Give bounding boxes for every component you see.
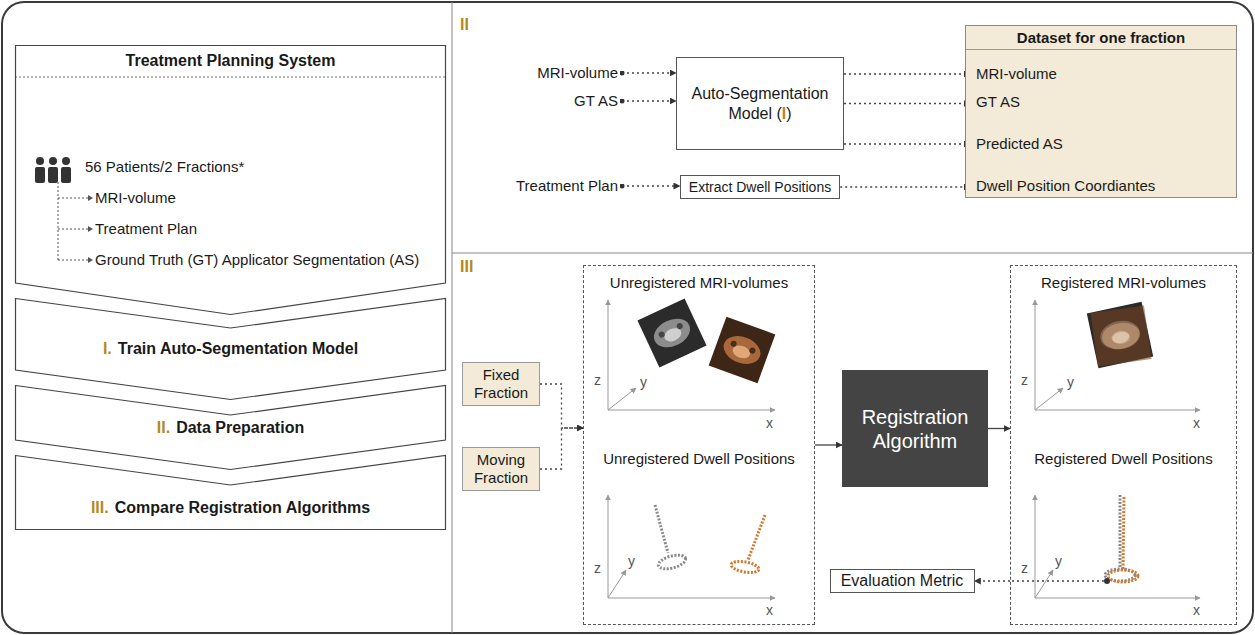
shape-outline [15, 45, 446, 315]
axis-label: z [1021, 372, 1028, 388]
node-label: Moving Fraction [467, 451, 535, 487]
node-label: Evaluation Metric [839, 572, 966, 590]
leader-dot [1104, 578, 1110, 584]
axis-label: z [594, 560, 601, 576]
node-label: Registration Algorithm [850, 405, 980, 453]
axis-label: x [766, 415, 773, 431]
panel-heading: Dataset for one fraction [966, 26, 1236, 50]
panel-heading: Registered MRI-volumes [1011, 274, 1236, 292]
step-title: Data Preparation [176, 419, 304, 437]
fraction-box: Moving Fraction [462, 447, 540, 491]
axis-label: x [1193, 415, 1200, 431]
body-text: Treatment Plan [95, 220, 446, 238]
mri-slice [709, 317, 776, 384]
connector [844, 143, 970, 144]
axis-label: z [1021, 560, 1028, 576]
dataset-item: MRI-volume [970, 64, 1063, 84]
node-label: Auto-Segmentation Model (I) [685, 84, 835, 124]
dataset-item: GT AS [970, 92, 1026, 112]
step-chevron: II. Data Preparation [15, 385, 446, 470]
mri-slice [1091, 306, 1152, 367]
dataset-box: MRI-volume GT AS Predicted AS Dwell Positio… [965, 25, 1237, 198]
connector [975, 580, 1011, 581]
outline [16, 386, 446, 470]
section-number: III [460, 258, 473, 276]
input-label: MRI-volume [533, 63, 622, 83]
connector [540, 428, 583, 469]
body-text: 56 Patients/2 Fractions* [85, 158, 446, 176]
process-box: Extract Dwell Positions [680, 175, 840, 199]
node-label: Fixed Fraction [467, 366, 535, 402]
connector [988, 428, 1010, 429]
fraction-box: Fixed Fraction [462, 362, 540, 406]
step-title: Compare Registration Algorithms [115, 499, 370, 517]
panel-heading: Treatment Planning System [15, 52, 446, 70]
patients-icon [35, 157, 71, 183]
panel-heading: Registered Dwell Positions [1011, 450, 1236, 468]
node-label: Extract Dwell Positions [689, 178, 831, 196]
panel-heading: Unregistered MRI-volumes [584, 274, 814, 292]
dataset-item: Dwell Position Coordiantes [970, 176, 1161, 196]
step-number: II. [157, 419, 170, 437]
input-label: GT AS [570, 91, 622, 111]
outline [16, 299, 446, 400]
section-number: II [460, 16, 469, 34]
shape-outline [15, 455, 446, 530]
axis-label: z [594, 372, 601, 388]
connector [844, 73, 970, 74]
connector [622, 72, 676, 73]
axis-label: y [628, 553, 635, 569]
mri-slice [1087, 302, 1153, 368]
connector [840, 186, 970, 187]
connector [622, 100, 676, 101]
step-chevron: III. Compare Registration Algorithms [15, 455, 446, 530]
node-label: GT AS [976, 93, 1020, 111]
outline [16, 456, 446, 530]
node-label: Predicted AS [976, 135, 1063, 153]
axis-label: y [1067, 374, 1074, 390]
connector [622, 185, 680, 186]
panel-heading: Unregistered Dwell Positions [584, 450, 814, 468]
process-box: Evaluation Metric [830, 569, 975, 593]
dataset-item: Predicted AS [970, 134, 1069, 154]
node-label: Treatment Plan [516, 177, 618, 195]
axis-label: y [640, 374, 647, 390]
volume-panel: Unregistered MRI-volumesUnregistered Dwe… [583, 265, 815, 625]
axis-label: x [1193, 602, 1200, 618]
node-label: GT AS [574, 92, 618, 110]
connector [540, 384, 583, 428]
body-text: MRI-volume [95, 189, 446, 207]
algorithm-box: Registration Algorithm [842, 370, 988, 487]
leader-line [1012, 580, 1104, 581]
input-label: Treatment Plan [512, 176, 622, 196]
node-label: MRI-volume [976, 65, 1057, 83]
axis-label: y [1055, 553, 1062, 569]
step-number: I. [103, 340, 112, 358]
panel-divider [452, 253, 1253, 254]
step-title: Train Auto-Segmentation Model [118, 340, 358, 358]
volume-panel: Registered MRI-volumesRegistered Dwell P… [1010, 265, 1237, 625]
system-box: Treatment Planning System 56 Patients/2 F… [15, 45, 446, 315]
step-number: III. [91, 499, 109, 517]
list-arrows [58, 182, 93, 263]
separator [15, 77, 446, 78]
node-label: Dwell Position Coordiantes [976, 177, 1155, 195]
body-text: Ground Truth (GT) Applicator Segmentatio… [95, 251, 446, 269]
mri-slice [637, 298, 706, 367]
step-chevron: I. Train Auto-Segmentation Model [15, 298, 446, 400]
process-box: Auto-Segmentation Model (I) [676, 57, 844, 150]
outline [16, 46, 446, 315]
connector [844, 103, 970, 104]
node-label: MRI-volume [537, 64, 618, 82]
axis-label: x [766, 602, 773, 618]
panel-divider [452, 2, 453, 633]
connector [815, 444, 842, 445]
